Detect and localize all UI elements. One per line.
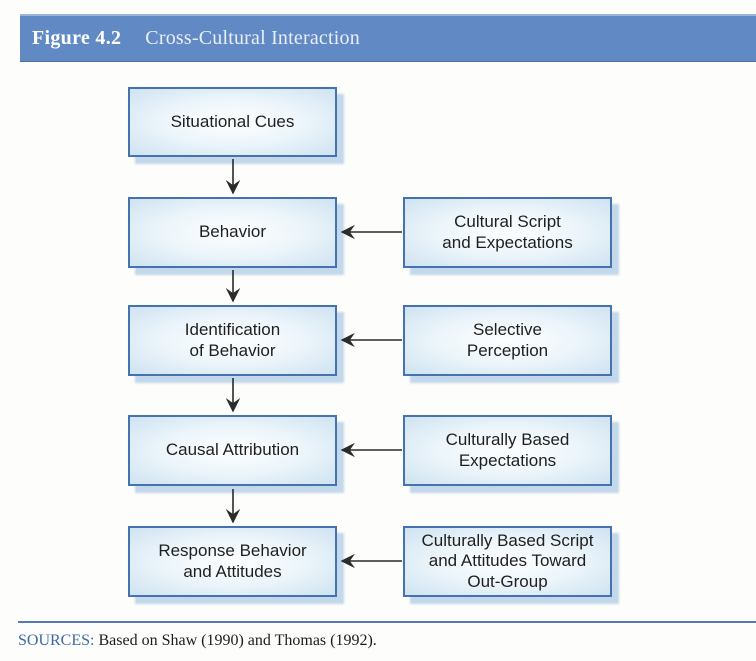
flow-box-situational-cues: Situational Cues — [128, 87, 337, 157]
flow-box-label: Causal Attribution — [165, 440, 300, 460]
flow-box-causal-attribution: Causal Attribution — [128, 415, 337, 486]
figure-number: Figure 4.2 — [32, 27, 122, 49]
influence-box-selective-perception: Selective Perception — [403, 305, 612, 376]
sources-label: SOURCES: — [18, 632, 95, 649]
sources-line: SOURCES: Based on Shaw (1990) and Thomas… — [18, 632, 377, 650]
footer-divider — [18, 621, 756, 623]
influence-box-cultural-script: Cultural Script and Expectations — [403, 197, 612, 268]
flow-box-identification-of-behavior: Identification of Behavior — [128, 305, 337, 376]
flow-box-label: Situational Cues — [170, 111, 295, 131]
flow-box-behavior: Behavior — [128, 197, 337, 268]
influence-box-label: Culturally Based Script and Attitudes To… — [421, 531, 594, 591]
influence-box-culturally-based-script: Culturally Based Script and Attitudes To… — [403, 526, 612, 597]
flow-box-label: Behavior — [198, 222, 267, 242]
flow-box-label: Identification of Behavior — [184, 320, 281, 360]
figure-title: Cross-Cultural Interaction — [145, 27, 360, 49]
figure-header-bar: Figure 4.2 Cross-Cultural Interaction — [20, 14, 756, 62]
sources-text: Based on Shaw (1990) and Thomas (1992). — [94, 632, 377, 649]
influence-box-label: Cultural Script and Expectations — [442, 212, 573, 252]
flow-box-label: Response Behavior and Attitudes — [158, 541, 307, 581]
flow-box-response-behavior: Response Behavior and Attitudes — [128, 526, 337, 597]
influence-box-label: Culturally Based Expectations — [445, 430, 570, 470]
influence-box-label: Selective Perception — [466, 320, 549, 360]
influence-box-culturally-based-expectations: Culturally Based Expectations — [403, 415, 612, 486]
